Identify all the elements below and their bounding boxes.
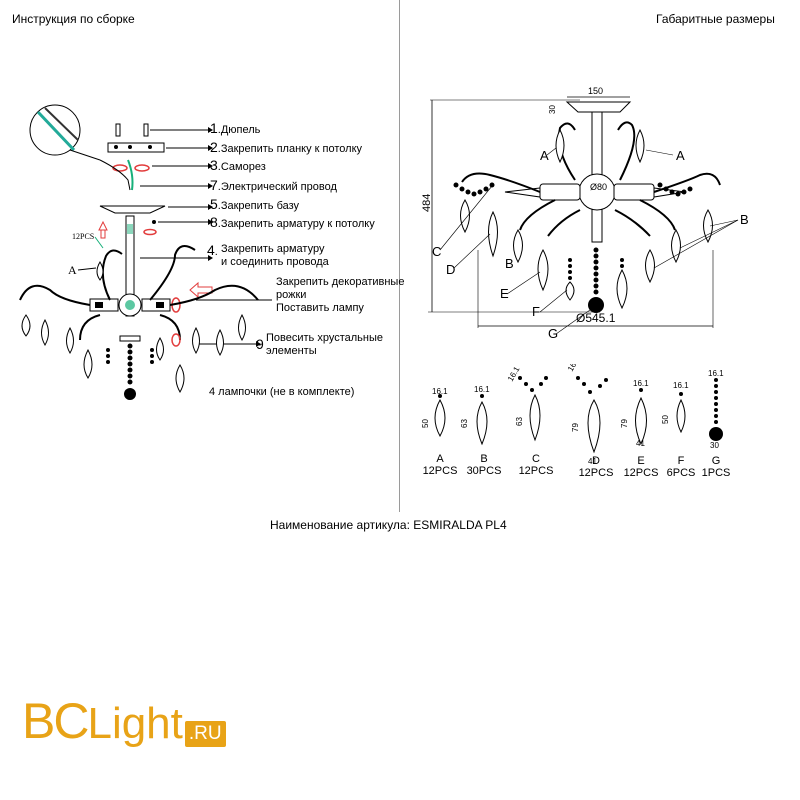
- dimensions-title: Габаритные размеры: [656, 12, 775, 26]
- part-c-letter: C: [532, 453, 540, 465]
- dim-top-height: 30: [548, 105, 557, 114]
- dim-label-b-left: B: [505, 256, 514, 271]
- part-b-dim-height: 63: [460, 419, 469, 428]
- logo[interactable]: BCLight.RU: [22, 693, 226, 763]
- dim-label-d: D: [446, 262, 455, 277]
- part-d-qty: 12PCS: [579, 467, 614, 479]
- part-d-dim-width: 16.1: [566, 364, 582, 373]
- article-label: Наименование артикула: ESMIRALDA PL4: [270, 518, 507, 532]
- dim-top-width: 150: [588, 86, 603, 96]
- part-g-qty: 1PCS: [702, 467, 731, 479]
- part-g-dim-bottom: 30: [710, 441, 719, 450]
- divider: [399, 0, 400, 512]
- part-a-dim-width: 16.1: [432, 387, 448, 396]
- logo-light: Light: [87, 699, 183, 748]
- step-2: 2.Закрепить планку к потолку: [210, 139, 363, 155]
- assembly-a-label: A: [68, 263, 77, 277]
- dim-label-f: F: [532, 304, 540, 319]
- part-b-qty: 30PCS: [467, 465, 502, 477]
- dim-center: Ø80: [590, 182, 607, 192]
- part-f-dim-width: 16.1: [673, 381, 689, 390]
- assembly-drawing: 12PCS: [19, 104, 272, 400]
- part-e-qty: 12PCS: [624, 467, 659, 479]
- step-3: 3.Саморез: [210, 157, 266, 173]
- part-a-dim-height: 50: [421, 419, 430, 428]
- part-d-letter: D: [592, 455, 600, 467]
- step-1: 1.Дюпель: [210, 120, 261, 136]
- assembly-note: 4 лампочки (не в комплекте): [209, 386, 355, 398]
- dim-label-b-right: B: [740, 212, 749, 227]
- dim-label-a-right: A: [676, 148, 685, 163]
- part-d-dim-bottom: 41: [588, 457, 597, 466]
- part-e-dim-height: 79: [620, 419, 629, 428]
- dimension-drawing: 150 30 484 Ø80: [421, 86, 749, 341]
- logo-ru: .RU: [184, 720, 226, 747]
- step-lamp: Поставить лампу: [276, 302, 364, 314]
- part-a-qty: 12PCS: [423, 465, 458, 477]
- part-a-letter: A: [436, 453, 444, 465]
- dim-label-c: C: [432, 244, 441, 259]
- part-f-qty: 6PCS: [667, 467, 696, 479]
- dim-label-g: G: [548, 326, 558, 341]
- step-5: 5.Закрепить базу: [210, 196, 300, 212]
- assembly-pcs-label: 12PCS: [72, 232, 94, 241]
- dim-label-e: E: [500, 286, 509, 301]
- part-e-dim-width: 16.1: [633, 379, 649, 388]
- dim-height: 484: [421, 194, 433, 212]
- parts-drawing: 16.1 50 16.1 63 16.1 63 16.1 79 41 16.1 …: [421, 364, 731, 479]
- part-b-letter: B: [480, 453, 487, 465]
- dim-label-a-left: A: [540, 148, 549, 163]
- assembly-title: Инструкция по сборке: [12, 12, 135, 26]
- part-d-dim-height: 79: [571, 423, 580, 432]
- part-c-dim-height: 63: [515, 417, 524, 426]
- step-7: 7.Электрический провод: [210, 177, 337, 193]
- part-c-dim-width: 16.1: [506, 365, 522, 383]
- dim-overall: Ø545.1: [576, 311, 616, 325]
- part-c-qty: 12PCS: [519, 465, 554, 477]
- part-g-letter: G: [712, 455, 721, 467]
- part-f-dim-height: 50: [661, 415, 670, 424]
- part-g-dim-width: 16.1: [708, 369, 724, 378]
- part-f-letter: F: [678, 455, 685, 467]
- logo-bc: BC: [22, 693, 89, 749]
- part-b-dim-width: 16.1: [474, 385, 490, 394]
- part-e-dim-bottom: 41: [636, 439, 645, 448]
- step-8: 8.Закрепить арматуру к потолку: [210, 214, 375, 230]
- part-e-letter: E: [637, 455, 644, 467]
